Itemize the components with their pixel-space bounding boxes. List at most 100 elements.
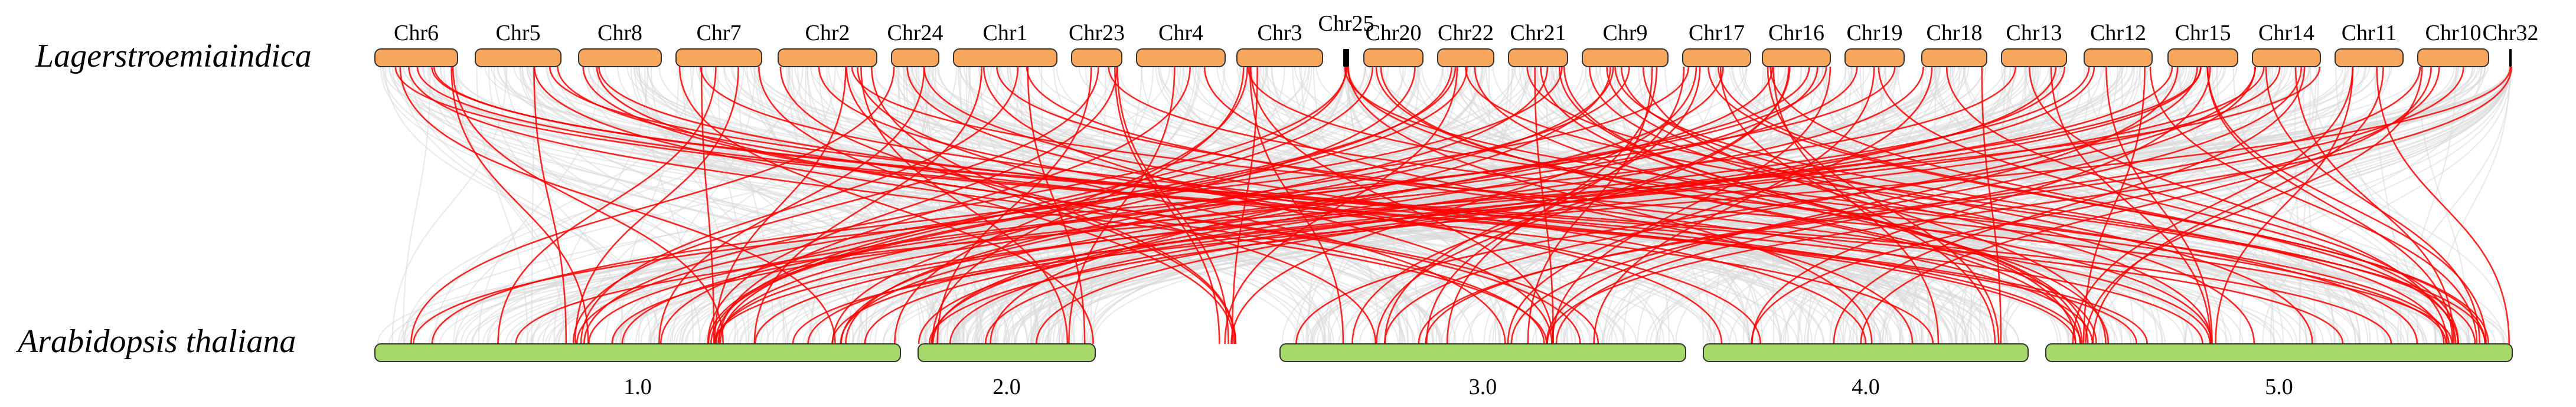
- background-link: [1485, 66, 1751, 344]
- bottom-chromosome-bar: [1703, 343, 2029, 362]
- highlight-link: [845, 66, 1236, 344]
- highlight-link: [2050, 66, 2212, 344]
- highlight-link: [497, 66, 717, 344]
- highlight-link: [1249, 66, 1344, 344]
- highlight-link: [611, 66, 2017, 344]
- highlight-link: [1945, 66, 2460, 344]
- top-chromosome-label: Chr12: [2090, 21, 2146, 45]
- background-link: [690, 66, 854, 344]
- highlight-link: [1425, 66, 2421, 344]
- highlight-link: [583, 66, 1347, 344]
- highlight-link: [715, 66, 1858, 344]
- highlight-link: [840, 66, 1774, 344]
- top-chromosome-label: Chr19: [1847, 21, 1903, 45]
- background-link: [1532, 66, 2510, 344]
- highlight-link: [452, 66, 724, 344]
- top-chromosome-label: Chr8: [598, 21, 642, 45]
- highlight-link: [1465, 66, 2486, 344]
- top-chromosome-label: Chr22: [1438, 21, 1494, 45]
- background-link: [698, 66, 1334, 344]
- highlight-link: [587, 66, 1827, 344]
- top-chromosome-bar: [2417, 48, 2489, 67]
- background-link: [2001, 66, 2369, 344]
- highlight-link: [1546, 66, 2512, 344]
- highlight-link: [931, 66, 1818, 344]
- top-chromosome-bar: [953, 48, 1057, 67]
- top-chromosome-label: Chr24: [887, 21, 943, 45]
- top-chromosome-bar: [1363, 48, 1424, 67]
- top-chromosome-bar: [2001, 48, 2067, 67]
- highlight-link: [1563, 66, 2077, 344]
- bottom-chromosome-bar: [374, 343, 901, 362]
- background-link: [782, 66, 807, 344]
- highlight-link: [1593, 66, 1875, 344]
- top-chromosome-bar: [578, 48, 662, 67]
- background-link: [653, 66, 756, 344]
- top-chromosome-bar: [1844, 48, 1905, 67]
- background-link: [402, 66, 431, 344]
- highlight-link: [1375, 66, 2097, 344]
- bottom-chromosome-label: 4.0: [1852, 375, 1880, 399]
- top-chromosome-label: Chr5: [496, 21, 541, 45]
- bottom-chromosome-label: 5.0: [2265, 375, 2293, 399]
- top-chromosome-bar: [1762, 48, 1831, 67]
- top-chromosome-label: Chr7: [697, 21, 742, 45]
- highlight-link: [719, 66, 1374, 344]
- background-link: [754, 66, 940, 344]
- highlight-link: [718, 66, 1191, 344]
- highlight-link: [678, 66, 1094, 344]
- highlight-link: [845, 66, 1549, 344]
- background-link: [391, 66, 508, 344]
- highlight-link: [714, 66, 847, 344]
- top-chromosome-bar: [475, 48, 561, 67]
- top-chromosome-bar: [1236, 48, 1323, 67]
- highlight-link: [714, 66, 1347, 344]
- highlight-link: [1772, 66, 1940, 344]
- top-chromosome-bar: [1582, 48, 1669, 67]
- highlight-link: [2206, 66, 2454, 344]
- highlight-link: [408, 66, 1547, 344]
- top-chromosome-label: Chr3: [1258, 21, 1302, 45]
- highlight-link: [2082, 66, 2146, 344]
- highlight-link: [1642, 66, 2107, 344]
- highlight-link: [700, 66, 2082, 344]
- background-link: [673, 66, 1791, 344]
- top-chromosome-label: Chr2: [805, 21, 850, 45]
- background-link: [924, 66, 955, 344]
- background-link: [432, 66, 821, 344]
- highlight-link: [936, 66, 1092, 344]
- top-chromosome-label: Chr21: [1510, 21, 1566, 45]
- background-link: [953, 66, 2392, 344]
- background-link: [1078, 66, 2308, 344]
- highlight-link: [2206, 66, 2487, 344]
- highlight-link: [1507, 66, 1933, 344]
- highlight-link: [931, 66, 1245, 344]
- background-link: [1804, 66, 2505, 344]
- highlight-link: [713, 66, 2202, 344]
- highlight-link: [621, 66, 1810, 344]
- background-link: [1873, 66, 2340, 344]
- top-chromosome-bar: [675, 48, 762, 67]
- highlight-link: [864, 66, 2202, 344]
- top-chromosome-label: Chr16: [1768, 21, 1824, 45]
- background-link: [397, 66, 1089, 344]
- background-link: [488, 66, 2222, 344]
- highlight-link: [1036, 66, 2057, 344]
- highlight-link: [1833, 66, 2306, 344]
- background-link: [2185, 66, 2482, 344]
- background-link: [2000, 66, 2272, 344]
- highlight-link: [399, 66, 836, 344]
- highlight-link: [658, 66, 925, 344]
- top-chromosome-bar: [2167, 48, 2238, 67]
- background-link: [1951, 66, 2163, 344]
- highlight-link: [1540, 66, 2089, 344]
- bottom-chromosome-label: 2.0: [992, 375, 1021, 399]
- highlight-link: [572, 66, 1099, 344]
- background-link: [2005, 66, 2091, 344]
- background-link: [858, 66, 1000, 344]
- top-chromosome-bar: [1136, 48, 1226, 67]
- bottom-chromosome-bar: [918, 343, 1096, 362]
- highlight-link: [1551, 66, 1831, 344]
- background-link: [532, 66, 789, 344]
- background-link: [443, 66, 814, 344]
